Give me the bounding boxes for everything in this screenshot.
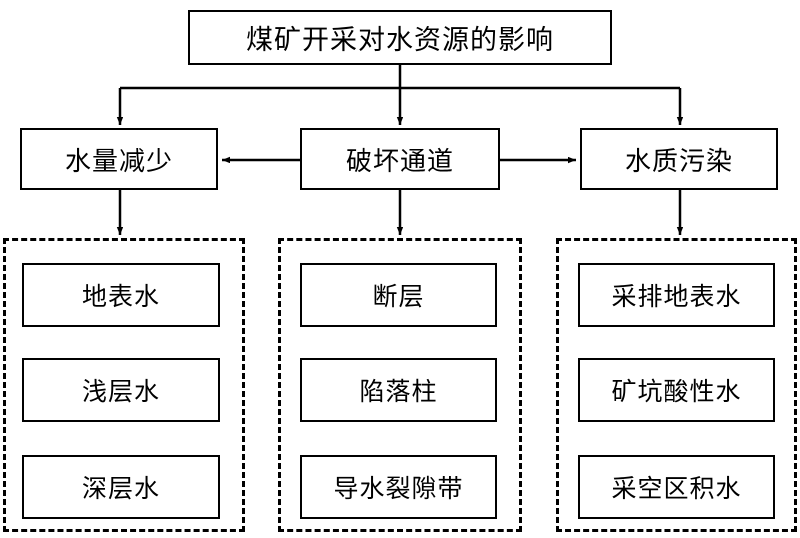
group-container-water-pollution	[556, 238, 797, 532]
node-level2-water-quantity: 水量减少	[20, 128, 218, 190]
group-container-water-quantity	[3, 238, 245, 532]
leaf-node: 采排地表水	[578, 263, 775, 327]
node-level2-channel-damage: 破坏通道	[300, 128, 500, 190]
node-level2-water-pollution: 水质污染	[580, 128, 778, 190]
node-level2-channel-damage-label: 破坏通道	[345, 146, 454, 177]
node-root-title-label: 煤矿开采对水资源的影响	[246, 25, 554, 56]
leaf-node-label: 深层水	[81, 474, 160, 503]
node-level2-water-quantity-label: 水量减少	[64, 146, 173, 177]
leaf-node-label: 地表水	[81, 282, 160, 311]
node-root-title: 煤矿开采对水资源的影响	[188, 10, 612, 65]
node-level2-water-pollution-label: 水质污染	[624, 146, 733, 177]
group-container-channel-damage	[278, 238, 522, 532]
leaf-node: 采空区积水	[578, 455, 775, 519]
leaf-node-label: 浅层水	[81, 377, 160, 406]
leaf-node-label: 导水裂隙带	[333, 474, 464, 503]
leaf-node: 矿坑酸性水	[578, 358, 775, 422]
leaf-node-label: 陷落柱	[359, 377, 438, 406]
leaf-node: 深层水	[22, 455, 220, 519]
leaf-node: 地表水	[22, 263, 220, 327]
leaf-node: 导水裂隙带	[300, 455, 497, 519]
leaf-node-label: 断层	[372, 282, 425, 311]
leaf-node: 陷落柱	[300, 358, 497, 422]
leaf-node: 断层	[300, 263, 497, 327]
leaf-node-label: 采排地表水	[611, 282, 742, 311]
leaf-node-label: 矿坑酸性水	[611, 377, 742, 406]
leaf-node-label: 采空区积水	[611, 474, 742, 503]
leaf-node: 浅层水	[22, 358, 220, 422]
